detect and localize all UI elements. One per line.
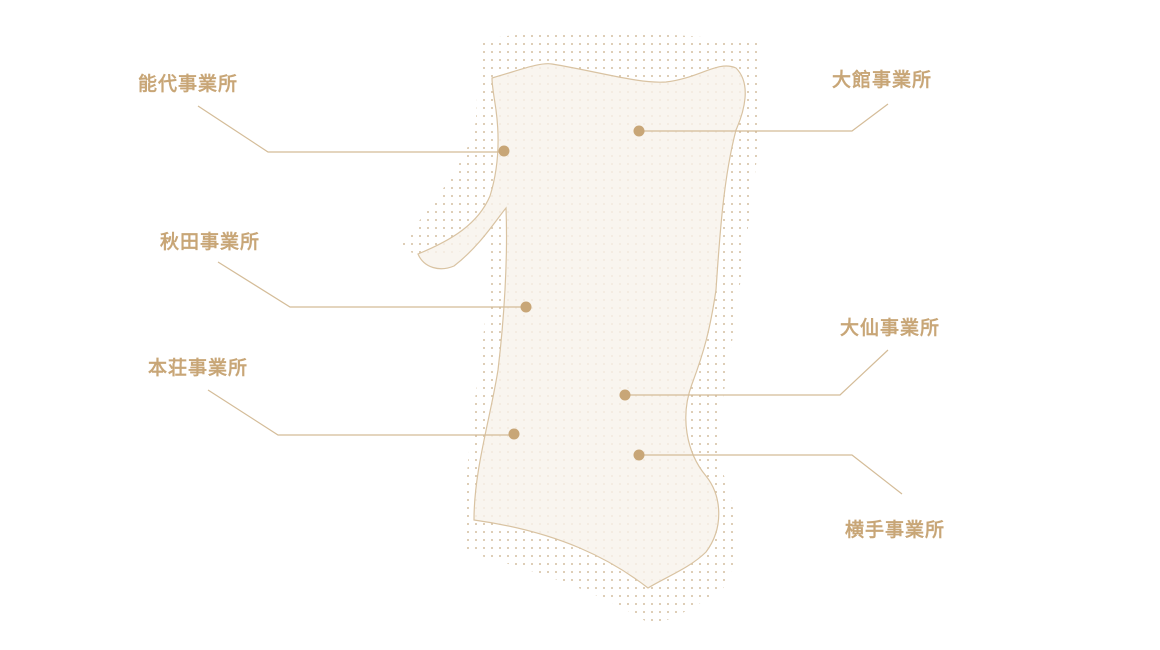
office-label-odate[interactable]: 大館事業所 xyxy=(832,69,933,91)
leader-line-honjo xyxy=(207,389,514,436)
leader-line-akita xyxy=(217,261,526,308)
office-marker-noshiro[interactable] xyxy=(498,145,510,157)
prefecture-outline xyxy=(417,63,746,589)
leader-line-noshiro xyxy=(197,105,504,153)
office-label-honjo[interactable]: 本荘事業所 xyxy=(148,357,249,379)
office-marker-daisen[interactable] xyxy=(619,389,631,401)
office-label-akita[interactable]: 秋田事業所 xyxy=(160,231,261,253)
office-marker-akita[interactable] xyxy=(520,301,532,313)
leader-line-daisen xyxy=(625,349,889,396)
leader-line-odate xyxy=(639,103,889,132)
office-label-yokote[interactable]: 横手事業所 xyxy=(845,519,946,541)
office-label-daisen[interactable]: 大仙事業所 xyxy=(840,317,941,339)
office-label-noshiro[interactable]: 能代事業所 xyxy=(138,73,239,95)
office-marker-honjo[interactable] xyxy=(508,428,520,440)
office-marker-yokote[interactable] xyxy=(633,449,645,461)
office-marker-odate[interactable] xyxy=(633,125,645,137)
leader-line-yokote xyxy=(639,454,903,495)
